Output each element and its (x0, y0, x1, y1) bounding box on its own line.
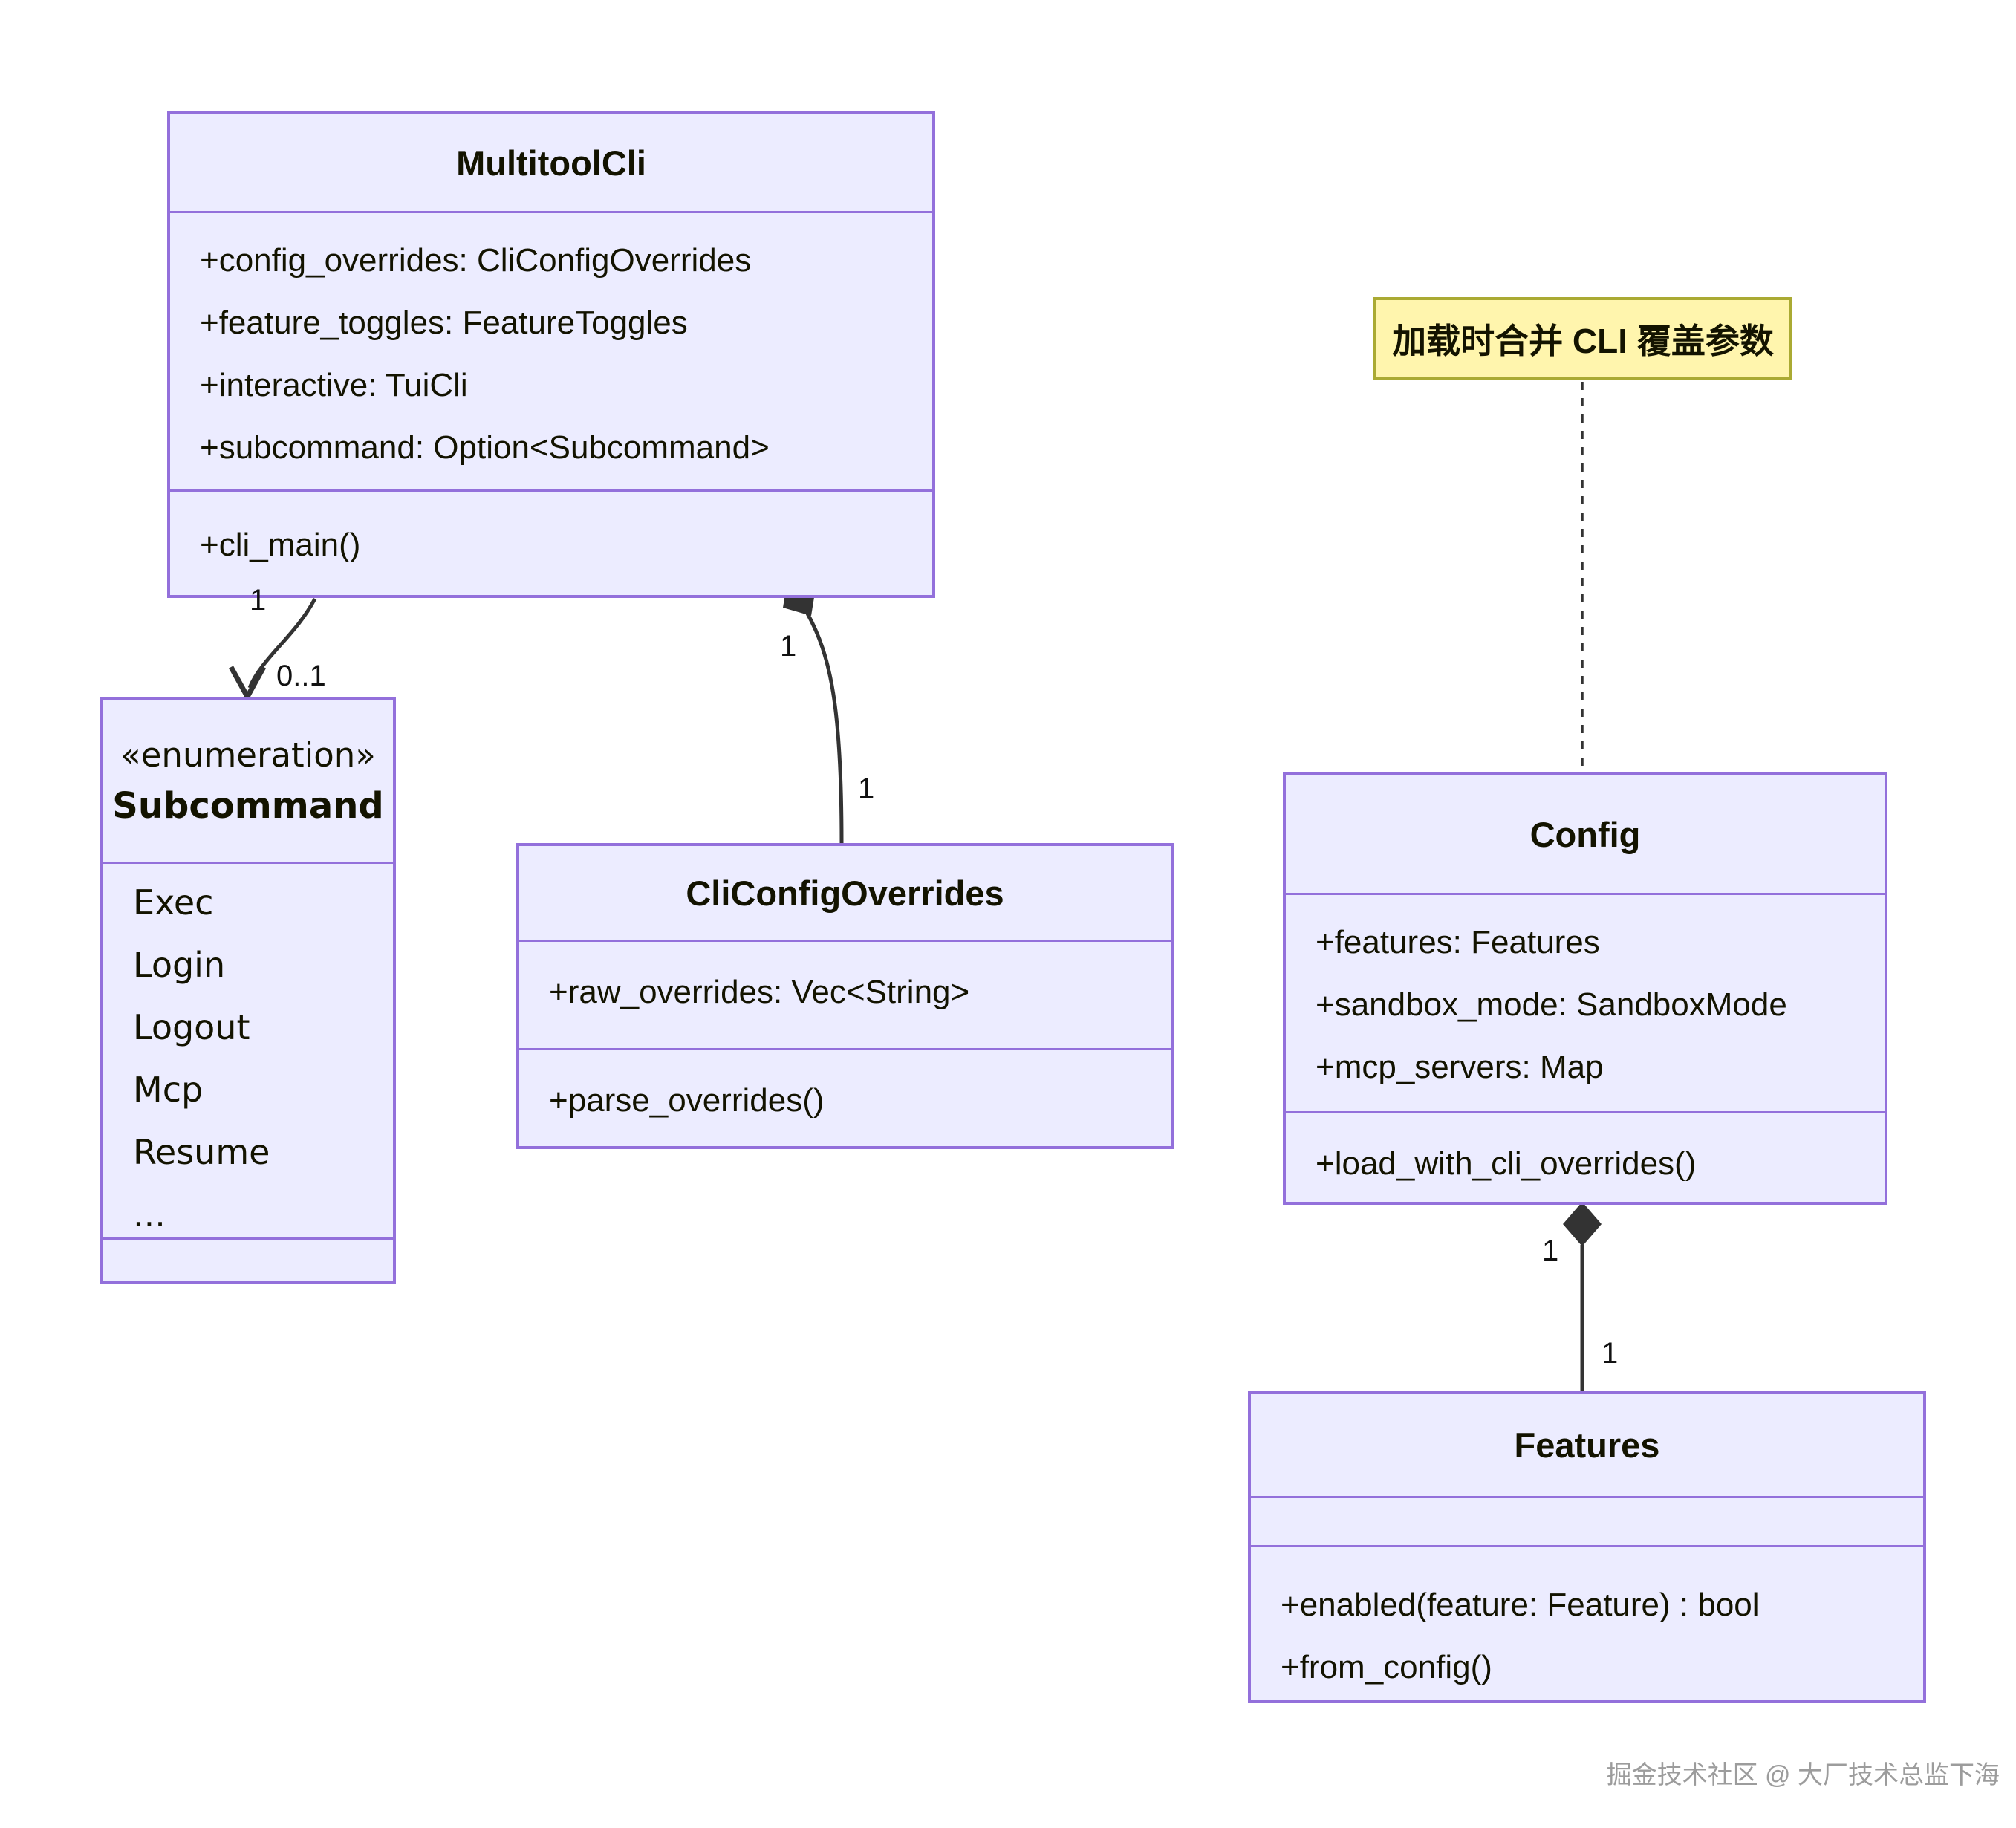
method-line: +from_config() (1281, 1649, 1492, 1685)
enum-value: Logout (133, 1007, 250, 1047)
attribute-line: +mcp_servers: Map (1316, 1049, 1604, 1085)
multiplicity-label: 1 (1542, 1235, 1559, 1267)
attribute-line: +subcommand: Option<Subcommand> (200, 429, 770, 466)
attribute-line: +config_overrides: CliConfigOverrides (200, 242, 752, 279)
class-attributes: +raw_overrides: Vec<String> (519, 940, 1171, 1048)
class-multitoolcli: MultitoolCli +config_overrides: CliConfi… (167, 111, 935, 598)
edge-multitoolcli-subcommand (247, 597, 317, 689)
multiplicity-label: 1 (858, 772, 875, 805)
class-title: «enumeration» Subcommand (103, 700, 393, 862)
class-methods: +parse_overrides() (519, 1048, 1171, 1146)
empty-methods-compartment (103, 1237, 393, 1281)
multiplicity-label: 0..1 (276, 660, 326, 692)
class-subcommand-enum: «enumeration» Subcommand Exec Login Logo… (100, 697, 396, 1284)
class-title: MultitoolCli (456, 143, 646, 183)
composition-diamond-icon (1563, 1202, 1602, 1246)
enum-values: Exec Login Logout Mcp Resume ... (103, 862, 393, 1237)
enum-value: Login (133, 945, 226, 985)
class-title: Features (1514, 1425, 1660, 1465)
method-line: +enabled(feature: Feature) : bool (1281, 1587, 1760, 1623)
enum-value: Mcp (133, 1070, 204, 1110)
enum-value: ... (133, 1194, 166, 1235)
multiplicity-label: 1 (1602, 1337, 1619, 1370)
class-title: Config (1529, 814, 1641, 854)
attribute-line: +feature_toggles: FeatureToggles (200, 305, 688, 341)
class-config: Config +features: Features +sandbox_mode… (1283, 772, 1887, 1205)
method-line: +load_with_cli_overrides() (1316, 1145, 1697, 1182)
stereotype-label: «enumeration» (120, 735, 376, 775)
class-methods: +load_with_cli_overrides() (1286, 1111, 1885, 1202)
class-attributes: +features: Features +sandbox_mode: Sandb… (1286, 893, 1885, 1111)
class-title-text: Subcommand (112, 784, 384, 827)
class-attributes: +config_overrides: CliConfigOverrides +f… (170, 211, 932, 489)
note-merge-cli-overrides: 加载时合并 CLI 覆盖参数 (1373, 297, 1792, 380)
edge-multitoolcli-clioverrides (805, 612, 844, 844)
multiplicity-label: 1 (250, 584, 267, 617)
class-title: CliConfigOverrides (686, 873, 1004, 913)
empty-attributes-compartment (1251, 1496, 1923, 1545)
vee-arrowhead-icon (228, 666, 267, 703)
class-cliconfigoverrides: CliConfigOverrides +raw_overrides: Vec<S… (516, 843, 1174, 1149)
class-methods: +enabled(feature: Feature) : bool +from_… (1251, 1545, 1923, 1700)
attribute-line: +features: Features (1316, 924, 1600, 960)
class-features: Features +enabled(feature: Feature) : bo… (1248, 1391, 1926, 1703)
method-line: +cli_main() (200, 527, 361, 563)
enum-value: Resume (133, 1132, 270, 1172)
watermark-text: 掘金技术社区 @ 大厂技术总监下海 (1606, 1761, 2000, 1789)
enum-value: Exec (133, 882, 214, 923)
multiplicity-label: 1 (780, 630, 797, 663)
attribute-line: +sandbox_mode: SandboxMode (1316, 986, 1787, 1023)
method-line: +parse_overrides() (549, 1082, 825, 1119)
attribute-line: +interactive: TuiCli (200, 367, 468, 403)
attribute-line: +raw_overrides: Vec<String> (549, 974, 970, 1010)
class-methods: +cli_main() (170, 489, 932, 595)
